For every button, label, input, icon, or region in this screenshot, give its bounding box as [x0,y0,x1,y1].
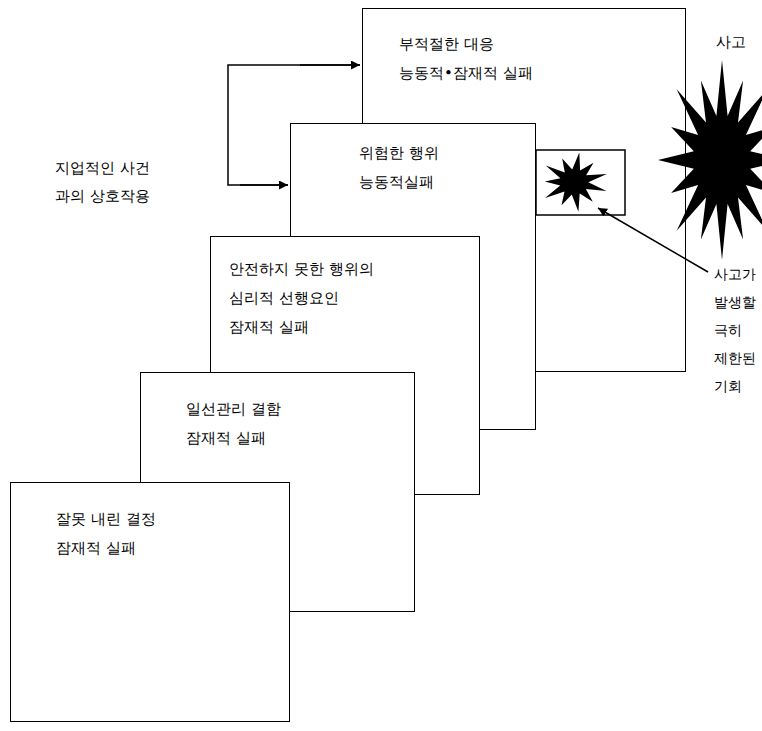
layer-title: 안전하지 못한 행위의 심리적 선행요인 [229,255,407,313]
layer-panel: 잘못 내린 결정잠재적 실패 [10,482,290,722]
accident-burst [658,60,762,260]
layer-title: 잘못 내린 결정 [56,505,256,534]
bracket-arrow [300,64,360,66]
failure-type: 능동적실패 [359,168,529,197]
accident-label: 사고 [716,30,756,54]
leader-line [598,208,708,272]
layer-title: 일선관리 결함 [186,395,386,424]
hole-window [536,150,625,215]
opportunity-callout: 사고가 발생할 극히 제한된 기회 [714,260,758,400]
failure-type: 잠재적 실패 [56,534,256,563]
hole-burst [545,152,607,211]
layer-title: 위험한 행위 [359,139,529,168]
failure-type: 잠재적 실패 [186,424,386,453]
interaction-note: 지업적인 사건 과의 상호작용 [55,154,165,210]
failure-type: 능동적•잠재적 실패 [399,59,649,88]
layer-title: 부적절한 대응 [399,30,649,59]
failure-type: 잠재적 실패 [229,313,407,342]
bracket-arrow [240,184,288,186]
